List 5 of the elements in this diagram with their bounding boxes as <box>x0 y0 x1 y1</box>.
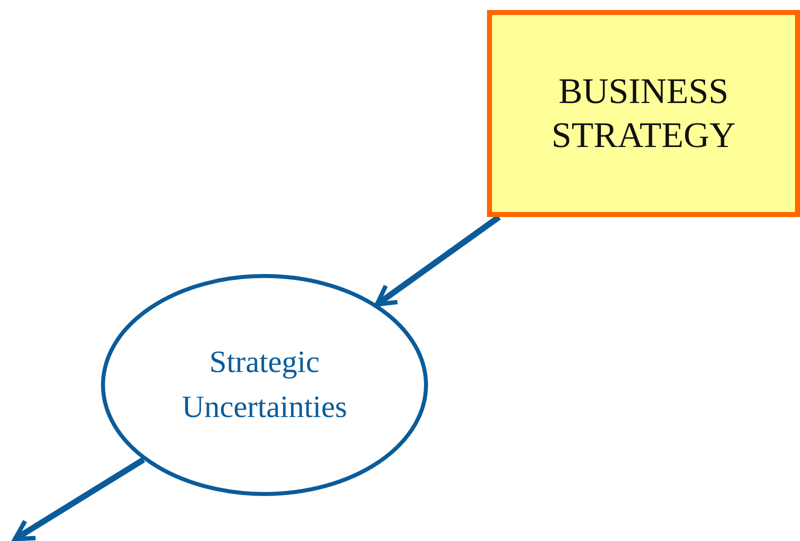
strategy-box <box>487 10 800 217</box>
arrow <box>374 214 501 307</box>
arrow <box>12 457 146 541</box>
box-title: BUSINESS STRATEGY <box>550 70 736 156</box>
ellipse-label: Strategic Uncertainties <box>180 343 348 426</box>
